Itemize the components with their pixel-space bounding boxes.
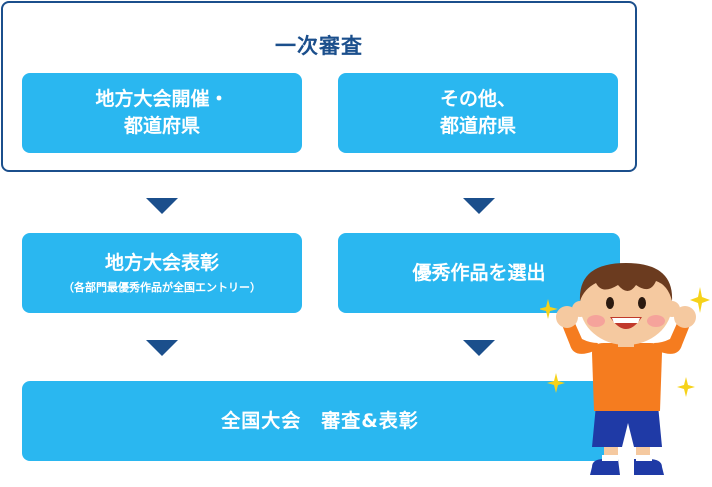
sparkle-icon — [677, 377, 695, 397]
box-national-competition: 全国大会 審査&表彰 — [22, 381, 618, 461]
box-line: 地方大会表彰 — [104, 252, 219, 274]
box-line: 都道府県 — [439, 115, 516, 137]
box-regional-award: 地方大会表彰 （各部門最優秀作品が全国エントリー） — [22, 233, 302, 313]
box-other-prefectures: その他、 都道府県 — [338, 73, 618, 153]
box-line: 地方大会開催・ — [95, 88, 229, 110]
box-line: その他、 — [439, 88, 516, 110]
sparkle-icon — [547, 373, 565, 393]
box-regional-host-prefectures: 地方大会開催・ 都道府県 — [22, 73, 302, 153]
down-arrow-icon — [463, 340, 495, 356]
down-arrow-icon — [146, 198, 178, 214]
box-line: 優秀作品を選出 — [412, 261, 546, 284]
down-arrow-icon — [146, 340, 178, 356]
frame-title: 一次審査 — [275, 34, 363, 58]
box-subtext: （各部門最優秀作品が全国エントリー） — [63, 281, 261, 294]
box-line: 都道府県 — [123, 115, 200, 137]
sparkle-icon — [690, 287, 710, 313]
down-arrow-icon — [463, 198, 495, 214]
box-select-excellent-works: 優秀作品を選出 — [338, 233, 620, 313]
cheering-boy-illustration — [540, 263, 710, 475]
sparkle-icon — [540, 299, 558, 319]
box-line: 全国大会 審査&表彰 — [221, 409, 419, 432]
